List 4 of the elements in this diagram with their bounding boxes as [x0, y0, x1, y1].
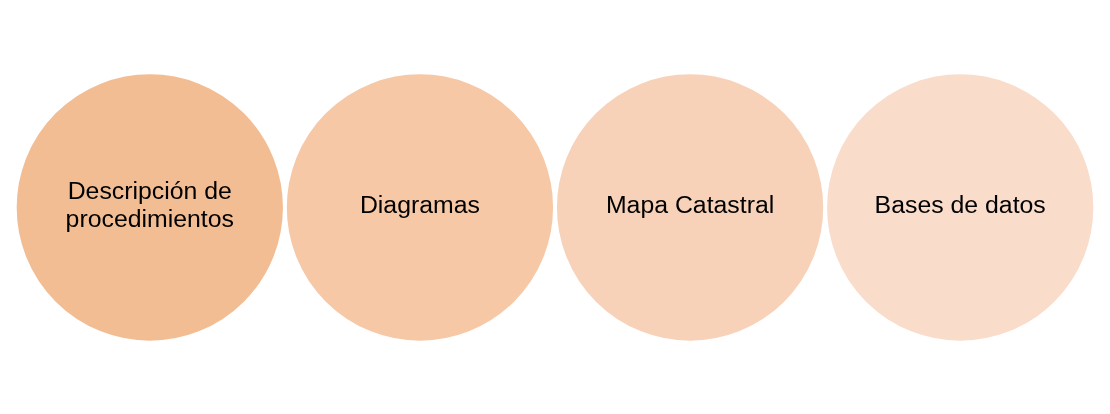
node-circle: Mapa Catastral	[554, 71, 826, 343]
node-circle: Diagramas	[284, 71, 556, 343]
node-circle: Descripción de procedimientos	[14, 71, 286, 343]
node-circle: Bases de datos	[824, 71, 1096, 343]
